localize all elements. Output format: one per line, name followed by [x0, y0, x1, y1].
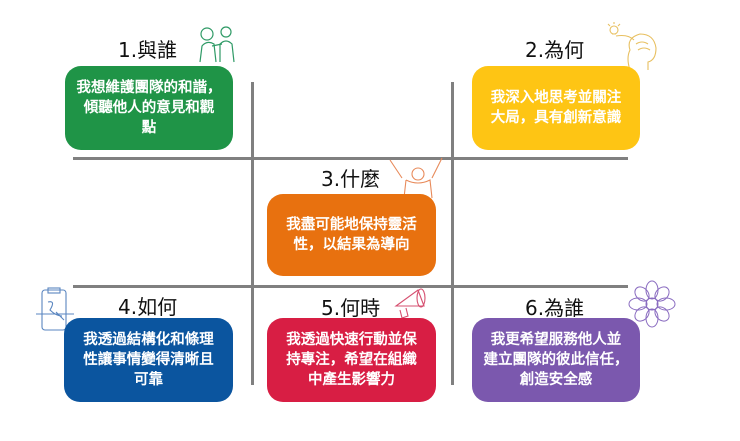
cell-1-title: 1.與誰	[118, 38, 178, 62]
cell-2-title: 2.為何	[525, 38, 585, 62]
clipboard-icon	[36, 287, 74, 331]
cell-1-line: 點	[141, 120, 157, 136]
cell-4-line: 我透過結構化和條理	[83, 332, 214, 348]
two-people-icon	[199, 26, 235, 63]
cell-6-line: 我更希望服務他人並	[490, 332, 622, 348]
cell-5-line: 我透過快速行動並保	[286, 332, 417, 348]
grid-horizontal-line-bottom	[73, 285, 628, 288]
flower-icon	[628, 280, 676, 328]
cell-4-line: 可靠	[134, 372, 163, 388]
cell-2-line: 大局，具有創新意識	[490, 110, 622, 126]
cell-1-box: 我想維護團隊的和諧， 傾聽他人的意見和觀 點	[65, 66, 233, 150]
cell-4-box: 我透過結構化和條理 性讓事情變得清晰且 可靠	[64, 318, 233, 402]
cell-6-box: 我更希望服務他人並 建立團隊的彼此信任， 創造安全感	[472, 318, 640, 402]
cell-2-line: 我深入地思考並關注	[490, 90, 622, 106]
brain-lightbulb-icon	[607, 22, 657, 71]
cell-1-line: 傾聽他人的意見和觀	[83, 100, 215, 116]
grid-horizontal-line-top	[73, 157, 628, 160]
grid-vertical-line-right	[451, 82, 454, 385]
cell-6-line: 創造安全感	[519, 372, 593, 388]
cell-5-line: 中產生影響力	[308, 372, 395, 388]
cell-2-box: 我深入地思考並關注 大局，具有創新意識	[472, 66, 640, 150]
cell-6-line: 建立團隊的彼此信任，	[483, 352, 629, 368]
megaphone-icon	[394, 288, 426, 319]
cell-5-line: 持專注，希望在組織	[286, 352, 417, 368]
cell-3-title: 3.什麼	[321, 167, 381, 191]
cell-3-box: 我盡可能地保持靈活 性，以結果為導向	[267, 194, 436, 276]
cell-3-line: 我盡可能地保持靈活	[286, 217, 417, 233]
cell-6-title: 6.為誰	[525, 296, 585, 320]
cell-5-title: 5.何時	[321, 296, 381, 320]
cell-5-box: 我透過快速行動並保 持專注，希望在組織 中產生影響力	[267, 318, 436, 402]
grid-vertical-line-left	[251, 82, 254, 385]
cell-4-line: 性讓事情變得清晰且	[83, 352, 214, 368]
cell-4-title: 4.如何	[118, 295, 178, 319]
cell-3-line: 性，以結果為導向	[293, 237, 410, 253]
cell-1-line: 我想維護團隊的和諧，	[76, 80, 222, 96]
